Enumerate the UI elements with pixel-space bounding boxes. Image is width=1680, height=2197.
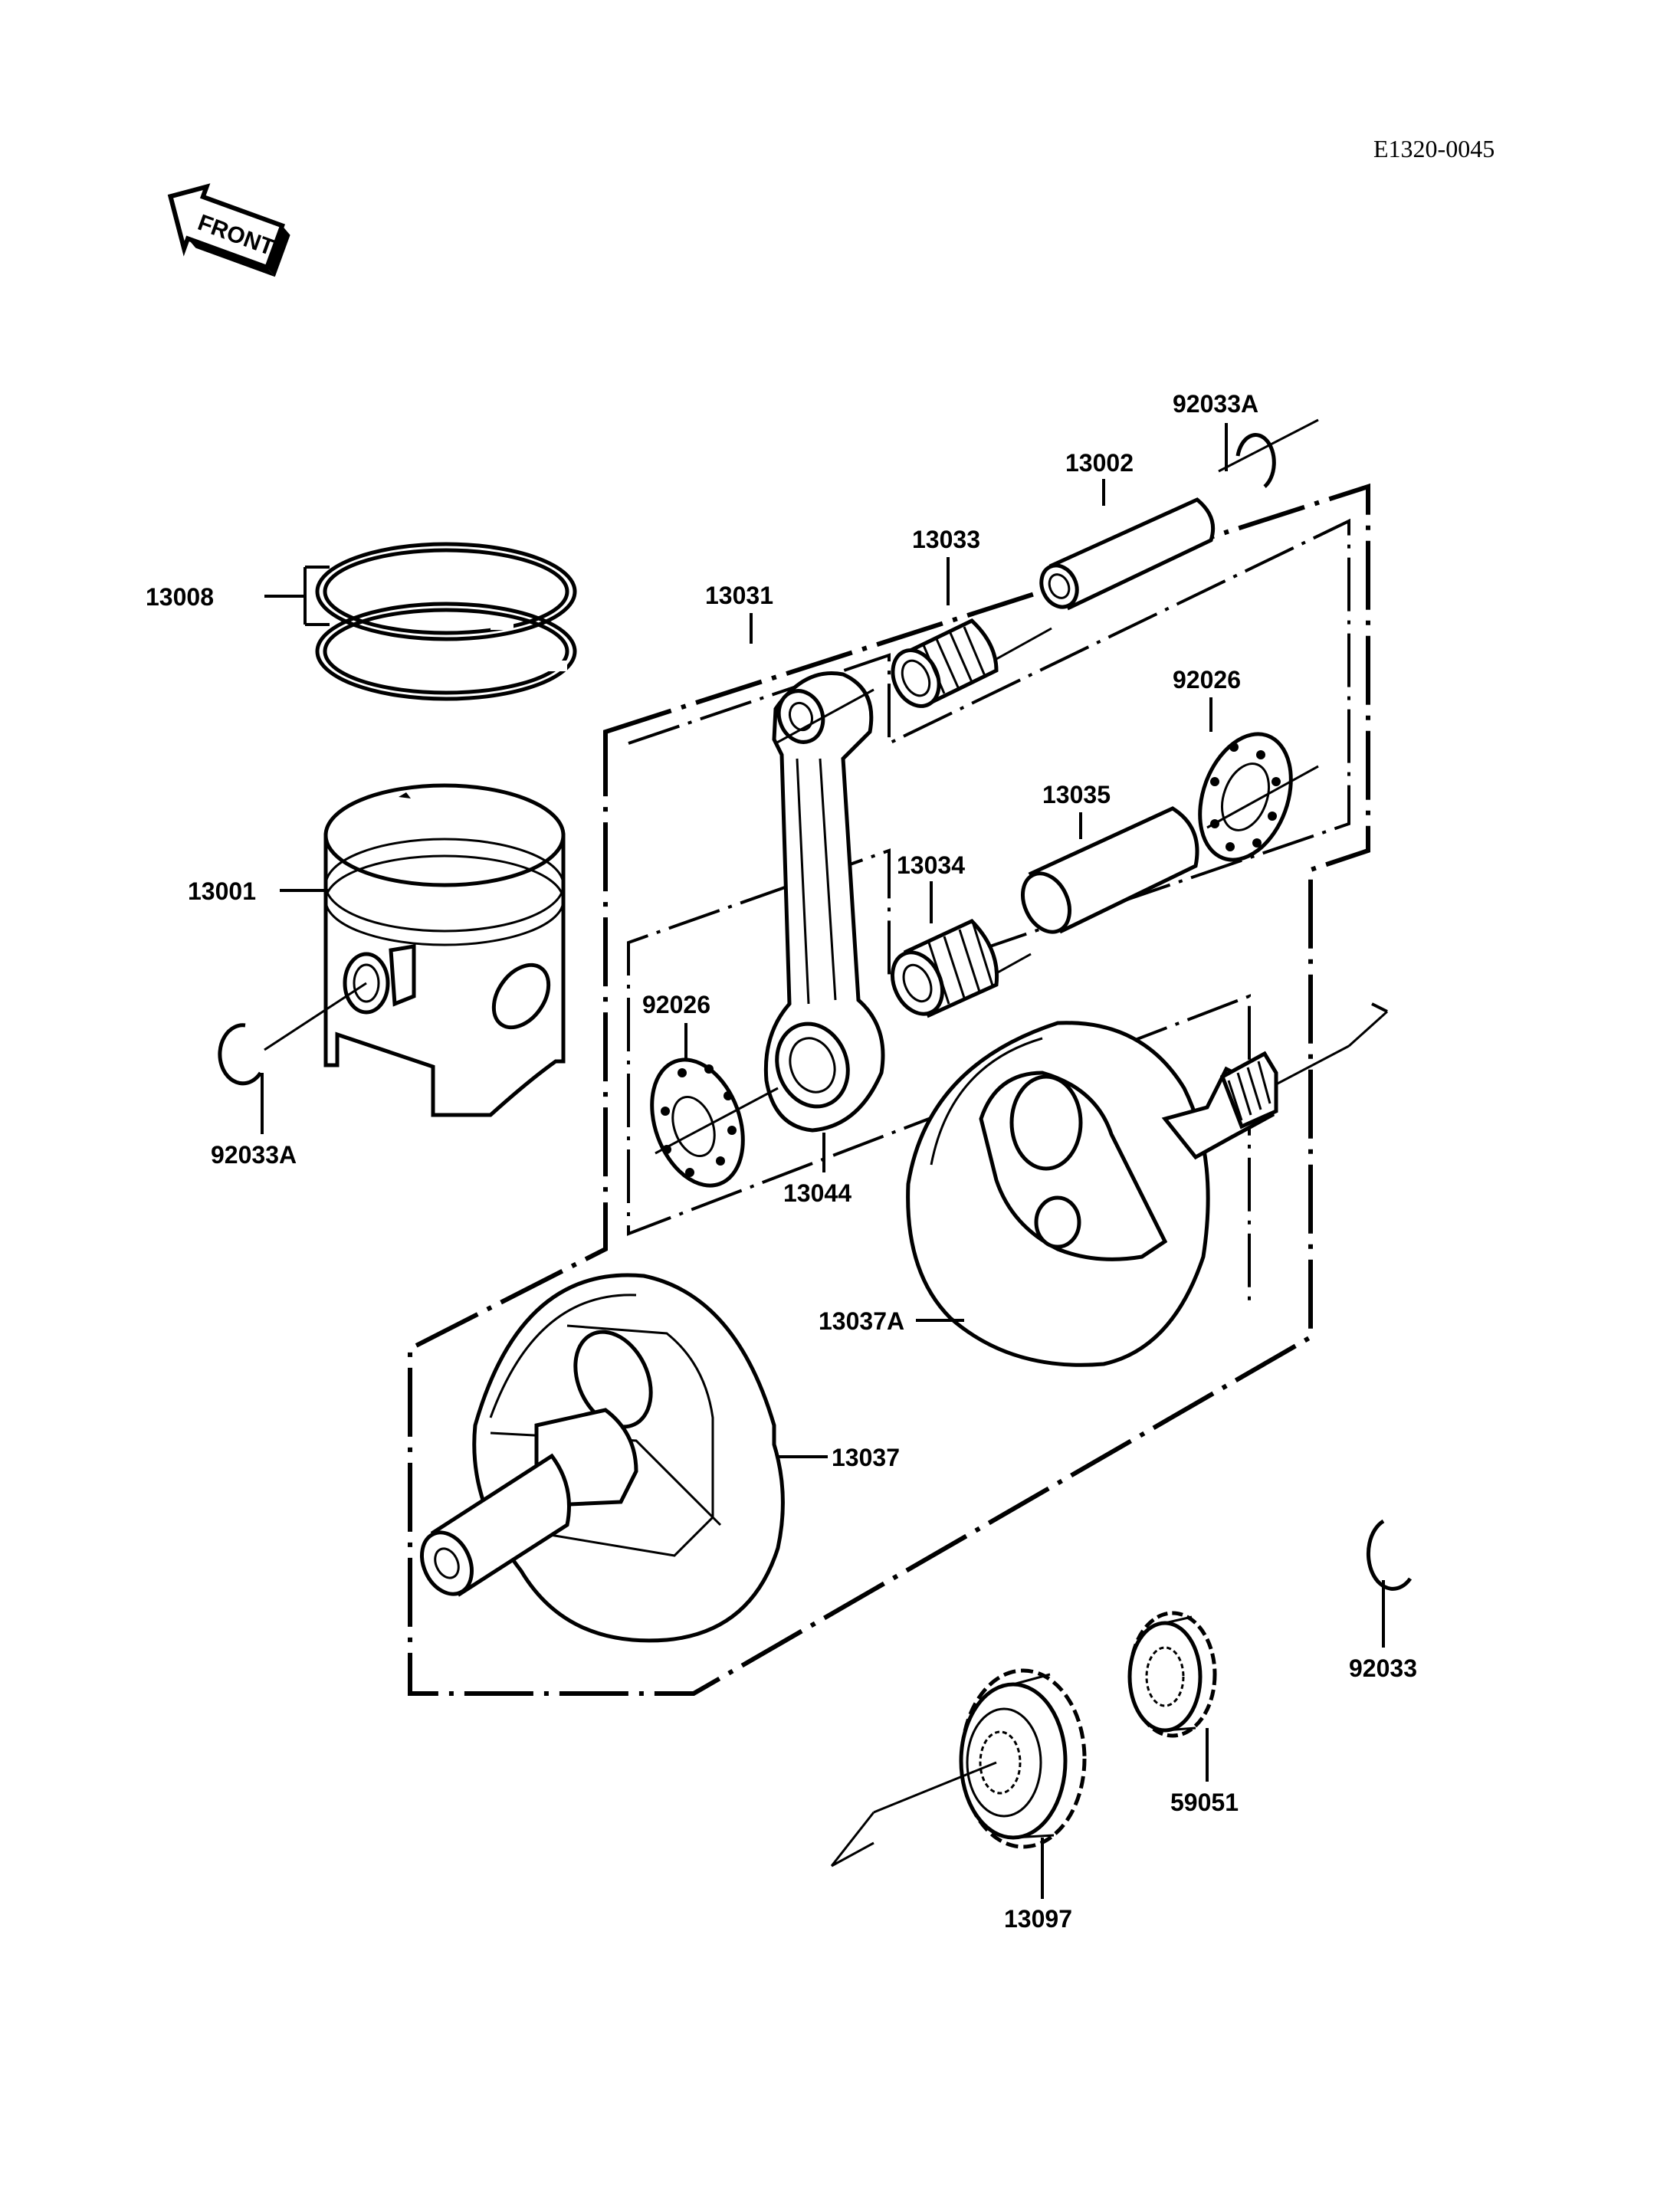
crank-assembly-frame bbox=[408, 483, 1370, 1696]
part-label-13044: 13044 bbox=[783, 1179, 851, 1207]
part-label-13035: 13035 bbox=[1042, 781, 1111, 808]
piston bbox=[323, 783, 566, 1117]
small-end-bearing bbox=[891, 618, 999, 708]
diagram-code: E1320-0045 bbox=[1373, 135, 1495, 162]
circlip-left bbox=[218, 1023, 263, 1086]
piston-rings bbox=[315, 542, 577, 701]
part-label-13008: 13008 bbox=[146, 583, 214, 611]
part-label-13031: 13031 bbox=[705, 582, 773, 609]
part-label-13033: 13033 bbox=[912, 526, 980, 553]
part-label-92026-right: 92026 bbox=[1173, 666, 1241, 694]
part-label-13037: 13037 bbox=[832, 1444, 900, 1471]
part-label-13097: 13097 bbox=[1004, 1905, 1072, 1933]
gear-large bbox=[959, 1668, 1087, 1849]
part-label-13034: 13034 bbox=[897, 851, 965, 879]
circlip-top bbox=[1235, 433, 1276, 488]
part-label-92033: 92033 bbox=[1349, 1654, 1417, 1682]
gear-small bbox=[1127, 1611, 1217, 1738]
part-label-59051: 59051 bbox=[1170, 1789, 1239, 1816]
thrust-washer-right bbox=[1198, 732, 1293, 862]
crank-pin bbox=[1021, 806, 1199, 934]
part-label-92033A-top: 92033A bbox=[1173, 390, 1258, 418]
connecting-rod bbox=[763, 671, 885, 1133]
crankshaft-left-half bbox=[420, 1273, 785, 1643]
part-label-92033A-left: 92033A bbox=[211, 1141, 297, 1169]
part-label-13002: 13002 bbox=[1065, 449, 1134, 477]
conrod-kit-frame bbox=[627, 518, 1350, 1303]
part-label-13037A: 13037A bbox=[819, 1307, 904, 1335]
part-label-92026-left: 92026 bbox=[642, 991, 710, 1018]
part-label-13001: 13001 bbox=[188, 877, 256, 905]
circlip-right bbox=[1366, 1519, 1413, 1591]
front-arrow-icon: FRONT bbox=[167, 183, 290, 277]
piston-pin bbox=[1039, 497, 1216, 611]
big-end-bearing bbox=[891, 918, 999, 1018]
thrust-washer-left bbox=[650, 1058, 745, 1188]
crankshaft-right-half bbox=[906, 1021, 1278, 1367]
